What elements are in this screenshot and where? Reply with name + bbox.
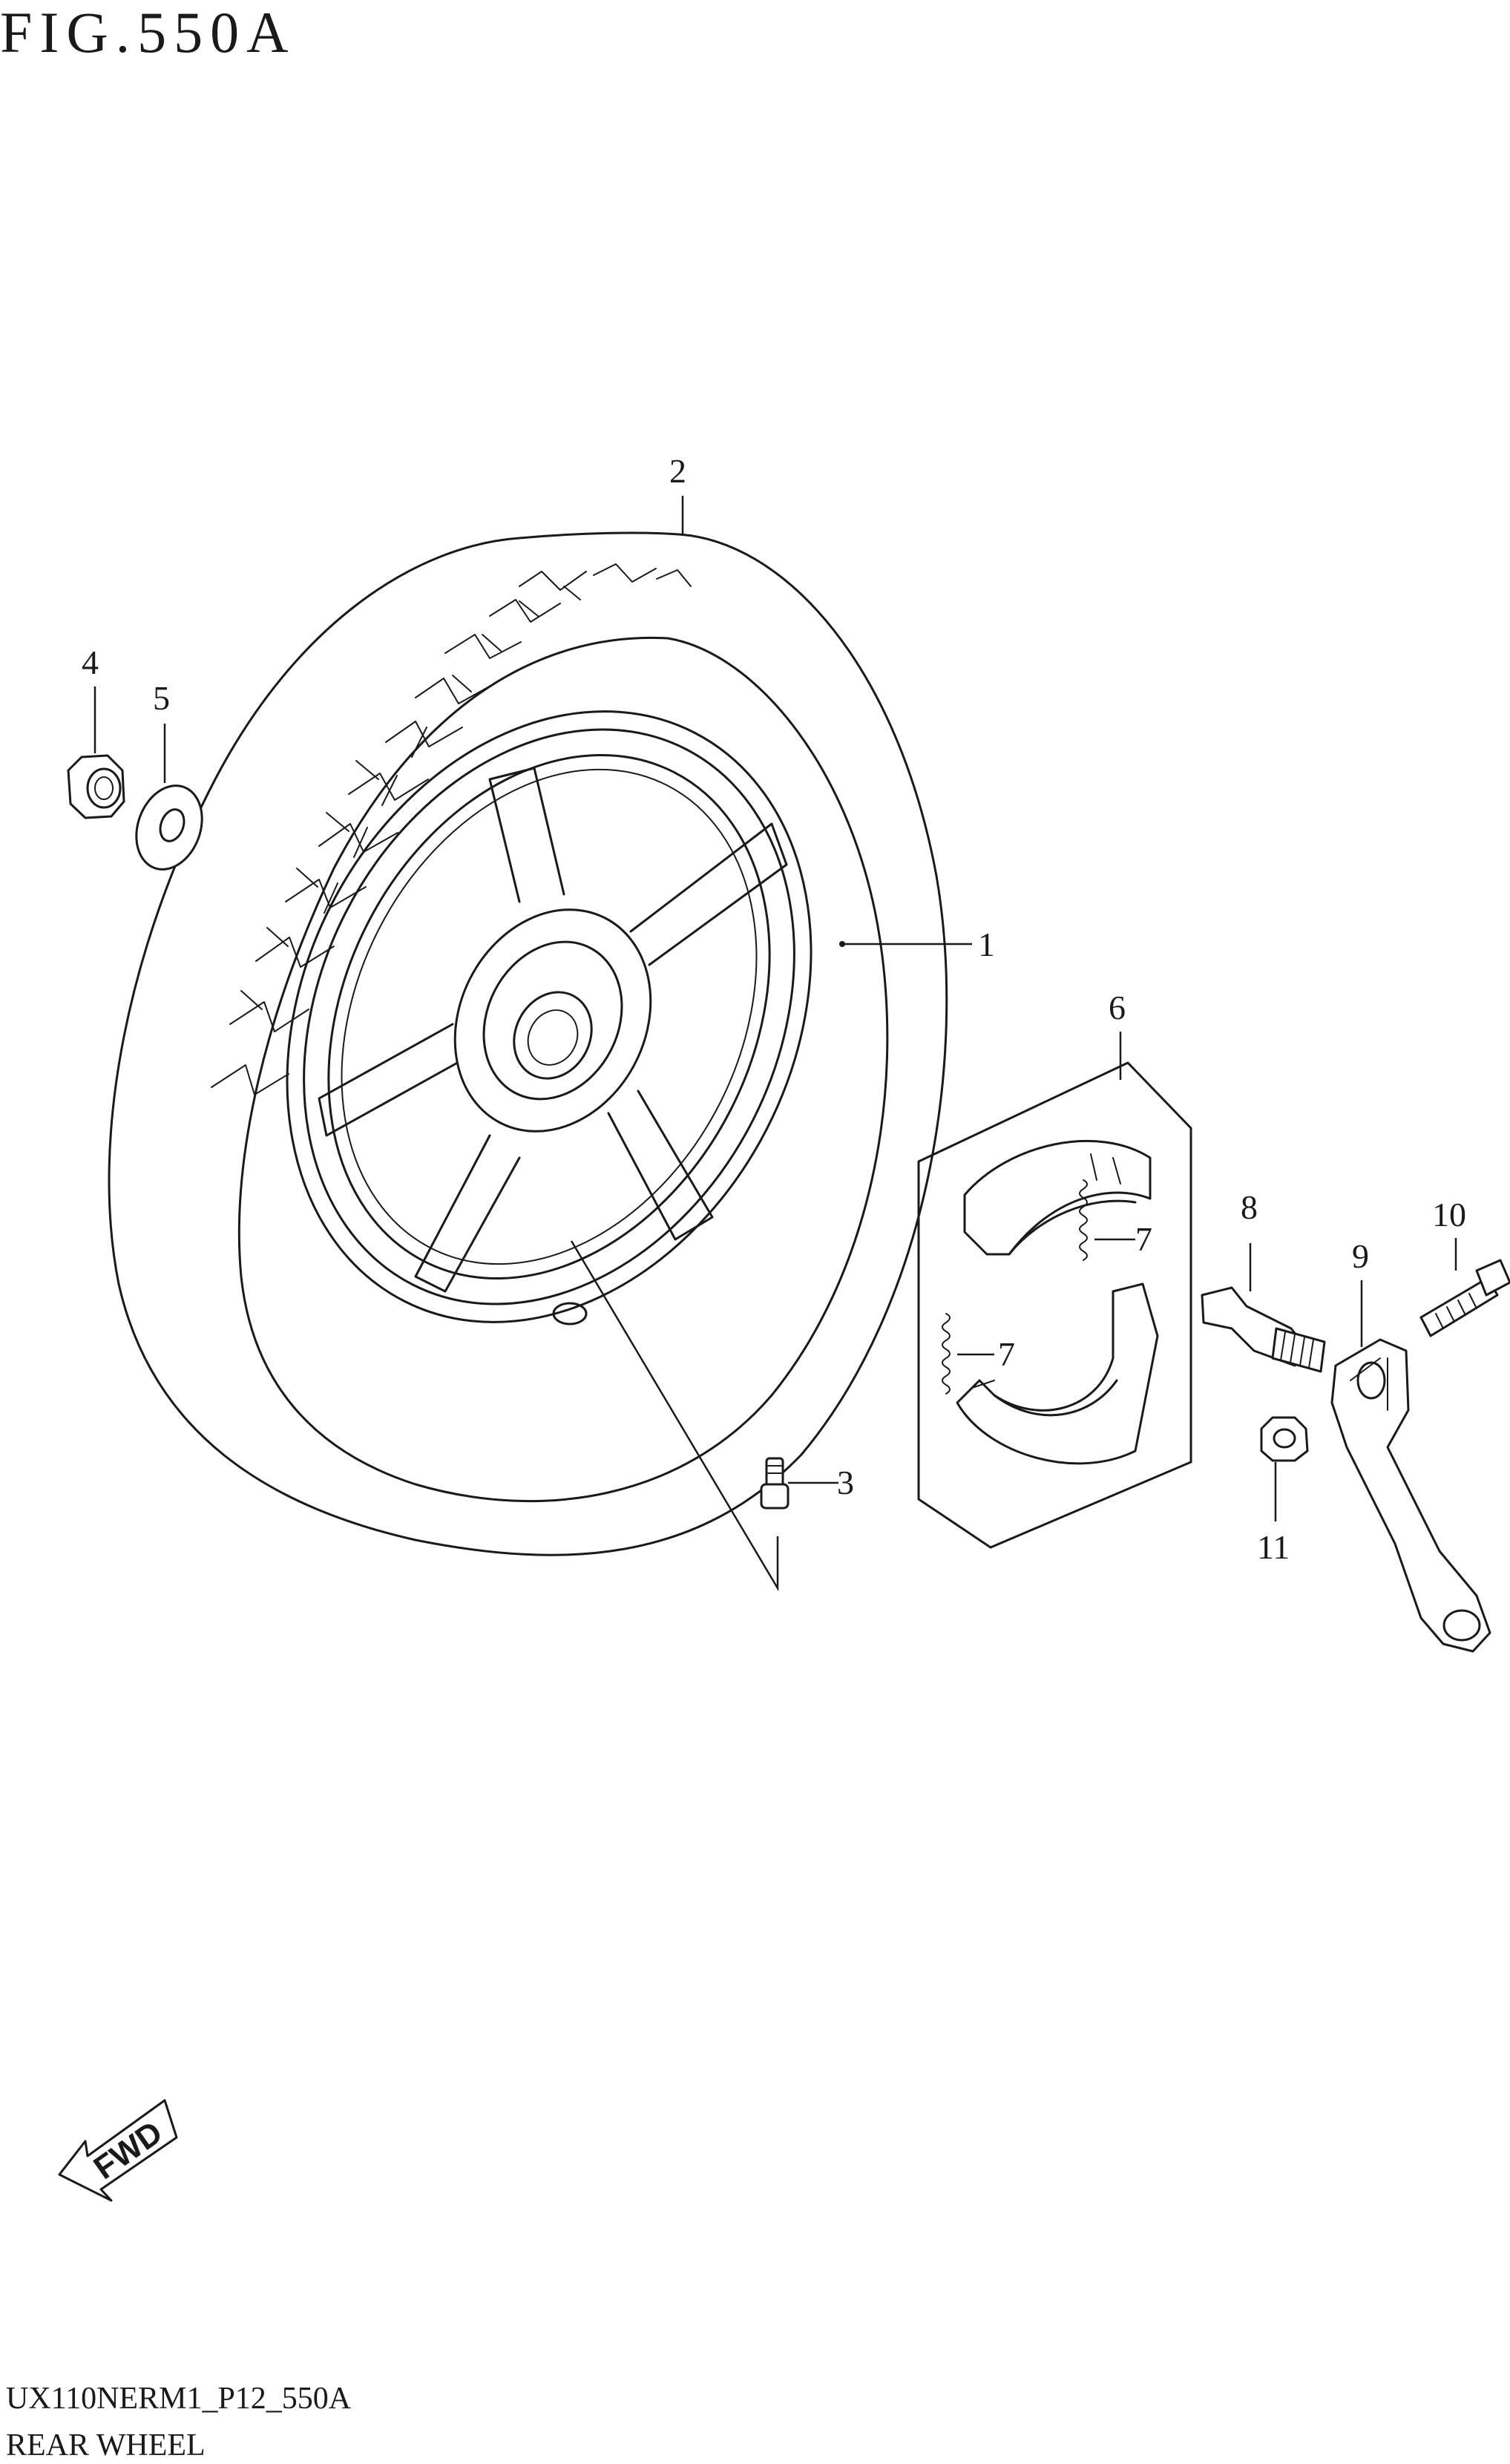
wheel-hub	[453, 908, 652, 1133]
wheel-spokes	[318, 767, 788, 1293]
brake-cam-lever	[1330, 1338, 1491, 1653]
callout-1: 1	[978, 925, 995, 963]
callout-8: 8	[1241, 1188, 1258, 1226]
callout-7-upper: 7	[1135, 1220, 1152, 1258]
leader-lines	[93, 496, 1457, 1592]
callout-9: 9	[1352, 1237, 1369, 1275]
callout-5: 5	[153, 679, 170, 717]
lever-bolt	[1419, 1259, 1510, 1337]
figure-title: FIG.550A	[0, 0, 296, 65]
callout-3: 3	[837, 1464, 854, 1501]
callout-11: 11	[1257, 1528, 1290, 1566]
tread-pattern	[211, 563, 692, 1095]
lever-nut	[1260, 1416, 1309, 1462]
callout-7-lower: 7	[998, 1335, 1015, 1373]
callout-4: 4	[82, 643, 99, 681]
callout-2: 2	[669, 452, 686, 490]
wheel-rim	[286, 710, 813, 1326]
callout-numbers: 1 2 3 4 5 6 7 7 8 9 10 11	[82, 452, 1466, 1566]
tire	[108, 531, 948, 1556]
valve	[760, 1457, 790, 1510]
brake-shoe-set	[917, 1061, 1192, 1549]
callout-10: 10	[1432, 1196, 1466, 1233]
callout-6: 6	[1109, 989, 1126, 1026]
washer	[135, 784, 203, 871]
shoe-spring-upper	[1079, 1179, 1088, 1261]
forward-direction-arrow: FWD	[58, 2099, 178, 2202]
figure-code: UX110NERM1_P12_550A	[6, 2382, 352, 2416]
axle-nut	[67, 754, 125, 819]
figure-name: REAR WHEEL	[6, 2428, 206, 2463]
shoe-spring-lower	[942, 1313, 951, 1395]
brake-cam-shaft	[1201, 1286, 1326, 1373]
